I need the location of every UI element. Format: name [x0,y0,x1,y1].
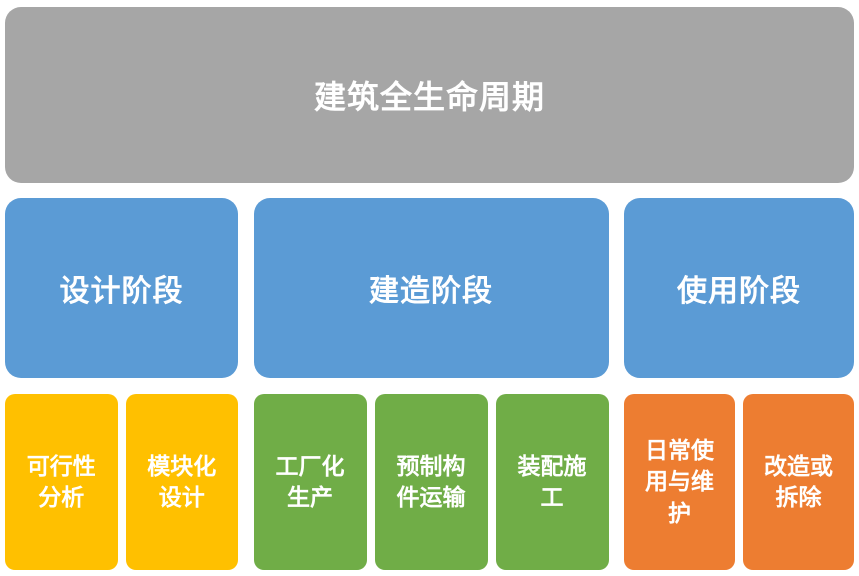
lifecycle-title: 建筑全生命周期 [313,79,545,115]
stages-row: 设计阶段 建造阶段 使用阶段 [5,198,854,378]
substep-box-factory-production: 工厂化 生产 [253,394,367,570]
substep-label: 装配施 工 [517,452,587,510]
stage-design-label: 设计阶段 [59,275,184,308]
substep-label: 可行性 分析 [26,452,96,510]
substep-group-design: 可行性 分析 模块化 设计 [5,394,238,570]
substep-group-construction: 工厂化 生产 预制构 件运输 装配施 工 [253,394,609,570]
substep-label: 预制构 件运输 [396,452,466,510]
lifecycle-title-box: 建筑全生命周期 [5,7,854,183]
stage-use-label: 使用阶段 [677,275,801,308]
stage-box-construction: 建造阶段 [253,198,609,378]
substep-box-renovate-demolish: 改造或 拆除 [743,394,854,570]
stage-construction-label: 建造阶段 [369,275,493,308]
substep-label: 日常使 用与维 护 [645,437,714,526]
stage-box-use: 使用阶段 [624,198,854,378]
substeps-row: 可行性 分析 模块化 设计 工厂化 生产 预制构 件运输 装配施 工 日常使 用… [5,394,854,570]
substep-label: 改造或 拆除 [764,452,833,510]
substep-box-prefab-transport: 预制构 件运输 [374,394,488,570]
substep-box-modular-design: 模块化 设计 [125,394,238,570]
substep-box-daily-use-maintenance: 日常使 用与维 护 [624,394,735,570]
substep-box-assembly-construction: 装配施 工 [495,394,609,570]
substep-label: 模块化 设计 [147,452,217,510]
substep-group-use: 日常使 用与维 护 改造或 拆除 [624,394,854,570]
stage-box-design: 设计阶段 [5,198,238,378]
substep-label: 工厂化 生产 [275,452,345,510]
substep-box-feasibility-analysis: 可行性 分析 [5,394,118,570]
